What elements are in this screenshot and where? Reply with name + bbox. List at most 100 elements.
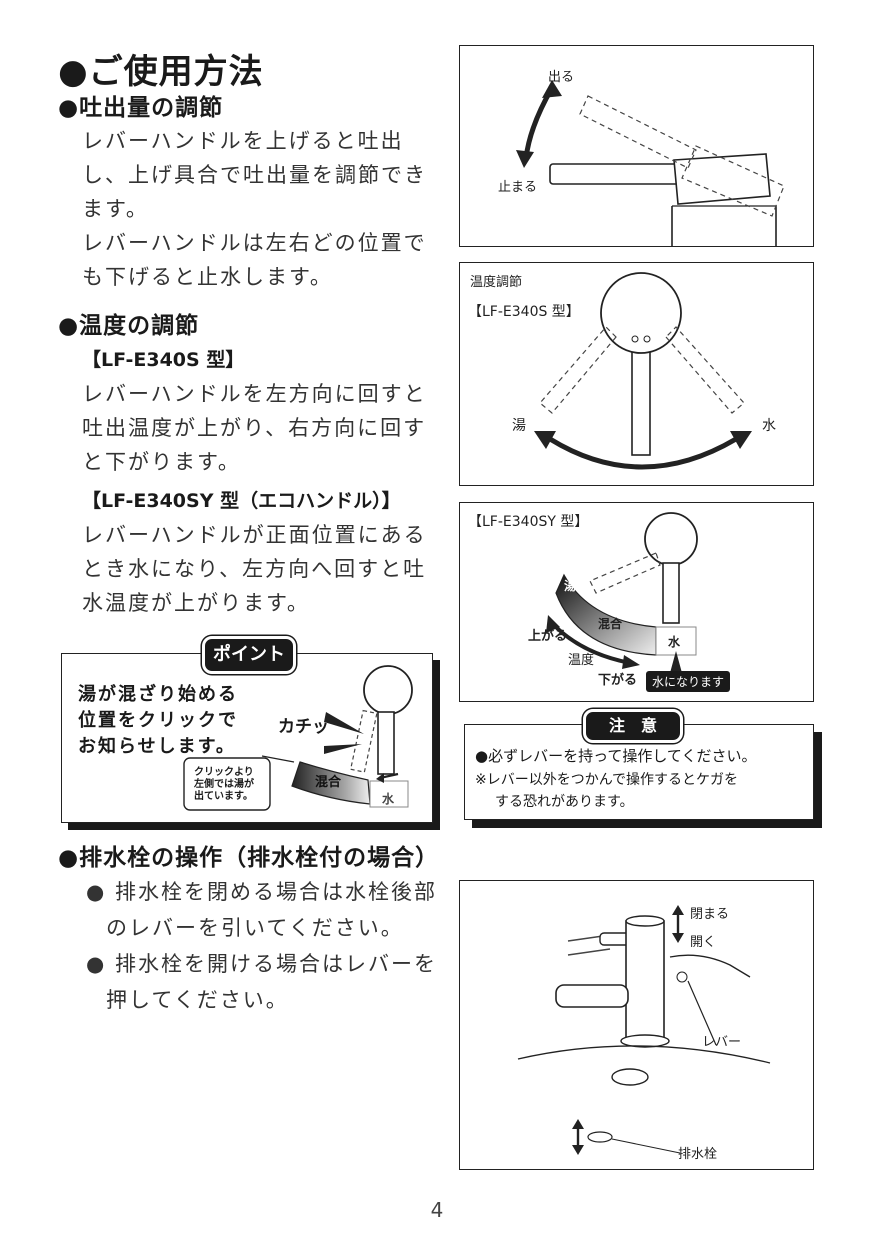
page-title: ●ご使用方法 [58, 52, 264, 92]
cold-zone [369, 780, 409, 808]
temp-sy-up-label: 上がる [528, 629, 568, 644]
drain-figure: 閉まる 開く レバー 排水栓 [459, 880, 814, 1170]
lever-head [673, 153, 771, 205]
temp-s-hot-label: 湯 [512, 418, 526, 434]
temp-sy-model: 【LF-E340SY 型】 [468, 514, 589, 530]
flow-stop-label: 止まる [498, 180, 538, 195]
click-sound-label: カチッ [278, 717, 329, 737]
flow-diagram [516, 80, 785, 246]
lever-arrow-up [672, 905, 684, 915]
flow-arrow [523, 86, 555, 159]
lever-up-ghost [579, 95, 697, 169]
spout [555, 984, 629, 1008]
drain-close-label: 閉まる [690, 907, 730, 922]
flow-heading: ●吐出量の調節 [58, 95, 224, 121]
drain-plug-label: 排水栓 [678, 1147, 718, 1162]
click-mark-bottom [324, 744, 362, 754]
drain-diagram [517, 905, 771, 1155]
temp-arrow [550, 621, 631, 665]
temp-s-title: 温度調節 [470, 275, 523, 290]
basin-rim [517, 1045, 771, 1064]
lever-left-ghost [589, 552, 661, 594]
temp-sy-figure: 【LF-E340SY 型】 湯 混合 水 上がる 温度 下がる 水になります [459, 502, 814, 702]
model-sy-label: 【LF-E340SY 型（エコハンドル）】 [82, 490, 401, 512]
point-cold-label: 水 [382, 792, 395, 806]
temp-s-line: 吐出温度が上がり、右方向に回す [82, 416, 427, 440]
temp-sy-line: レバーハンドルが正面位置にある [82, 523, 427, 547]
flow-line: も下げると止水します。 [82, 265, 333, 289]
temp-arrow-head-up [546, 615, 560, 633]
basin-drain [611, 1068, 649, 1086]
temp-sy-line: とき水になり、左方向へ回すと吐 [82, 557, 427, 581]
caution-badge: 注 意 [583, 709, 683, 743]
flow-text: レバーハンドルを上げると吐出 し、上げ具合で吐出量を調節でき ます。 レバーハン… [82, 124, 427, 294]
temp-s-diagram [534, 272, 752, 470]
temp-arrow-head-down [622, 655, 640, 669]
note-callout-line [261, 755, 295, 763]
temp-s-model: 【LF-E340S 型】 [468, 304, 580, 320]
point-illustration [183, 665, 413, 811]
point-box: ポイント 湯が混ざり始める 位置をクリックで お知らせします。 カチッ 混合 水… [61, 636, 433, 823]
point-badge: ポイント [202, 636, 296, 674]
flow-line: レバーハンドルは左右どの位置で [82, 231, 427, 255]
plug-arrow-down [572, 1145, 584, 1155]
lever-left-ghost [539, 326, 617, 414]
pointer-arrow-head [376, 773, 384, 783]
temp-sy-mix-label: 混合 [598, 617, 623, 631]
drain-bullet-line: のレバーを引いてください。 [106, 916, 404, 940]
page-number: 4 [430, 1198, 444, 1222]
temp-sy-text: レバーハンドルが正面位置にある とき水になり、左方向へ回すと吐 水温度が上がりま… [82, 518, 427, 620]
lever-knob [363, 665, 413, 715]
temp-s-figure: 温度調節 【LF-E340S 型】 湯 水 [459, 262, 814, 486]
drain-heading: ●排水栓の操作（排水栓付の場合） [58, 845, 440, 871]
flow-line: レバーハンドルを上げると吐出 [82, 129, 404, 153]
temp-sy-cold-label: 水 [668, 635, 681, 649]
lever-down [549, 163, 681, 185]
lever-dot [643, 335, 651, 343]
lever-knob [600, 272, 682, 354]
drain-lever-label: レバー [702, 1035, 742, 1050]
lever-up-head-ghost [681, 145, 785, 217]
caution-line: する恐れがあります。 [495, 794, 634, 810]
flow-arrow-head-down [516, 150, 534, 168]
temp-s-text: レバーハンドルを左方向に回すと 吐出温度が上がり、右方向に回す と下がります。 [82, 377, 427, 479]
lever-ghost [349, 709, 378, 773]
drain-bullet-line: ● 排水栓を閉める場合は水栓後部 [86, 880, 437, 904]
drain-open-label: 開く [690, 935, 717, 950]
water-pointer [670, 651, 682, 673]
point-line: 位置をクリックで [78, 710, 238, 731]
point-note-line: クリックより [194, 767, 254, 778]
temp-s-line: レバーハンドルを左方向に回すと [82, 382, 427, 406]
lever-stem [631, 346, 651, 456]
lever-dot [631, 335, 639, 343]
click-mark-top [324, 712, 364, 734]
drain-bullet-line: ● 排水栓を開ける場合はレバーを [86, 952, 437, 976]
faucet-top [625, 915, 665, 927]
faucet-body [625, 920, 665, 1042]
lever-callout [687, 980, 717, 1046]
drain-bullets: ● 排水栓を閉める場合は水栓後部 のレバーを引いてください。 ● 排水栓を開ける… [86, 874, 437, 1018]
temp-arrow-head-left [534, 431, 556, 449]
temp-s-cold-label: 水 [762, 418, 776, 434]
flow-out-label: 出る [548, 70, 575, 85]
temp-sy-hot-label: 湯 [564, 579, 577, 593]
flow-arrow-head-up [542, 80, 562, 98]
plug-icon [587, 1131, 613, 1143]
flow-line: し、上げ具合で吐出量を調節でき [82, 163, 427, 187]
lever-right-ghost [665, 326, 745, 414]
temp-arrow [548, 436, 738, 470]
point-line: 湯が混ざり始める [78, 684, 238, 705]
drain-bullet-line: 押してください。 [106, 988, 289, 1012]
point-note: クリックより 左側では湯が 出ています。 [194, 767, 254, 803]
caution-line: ※レバー以外をつかんで操作するとケガを [475, 772, 739, 788]
lever-knob [644, 512, 698, 566]
temp-heading: ●温度の調節 [58, 313, 200, 339]
temp-sy-diagram [546, 512, 698, 673]
finger [676, 971, 688, 983]
plug-arrow-up [572, 1119, 584, 1129]
temp-sy-down-label: 下がる [598, 673, 638, 688]
lever-stem [662, 562, 680, 624]
faucet-body [671, 206, 777, 246]
point-note-line: 左側では湯が [194, 779, 254, 790]
point-mix-label: 混合 [315, 775, 342, 790]
